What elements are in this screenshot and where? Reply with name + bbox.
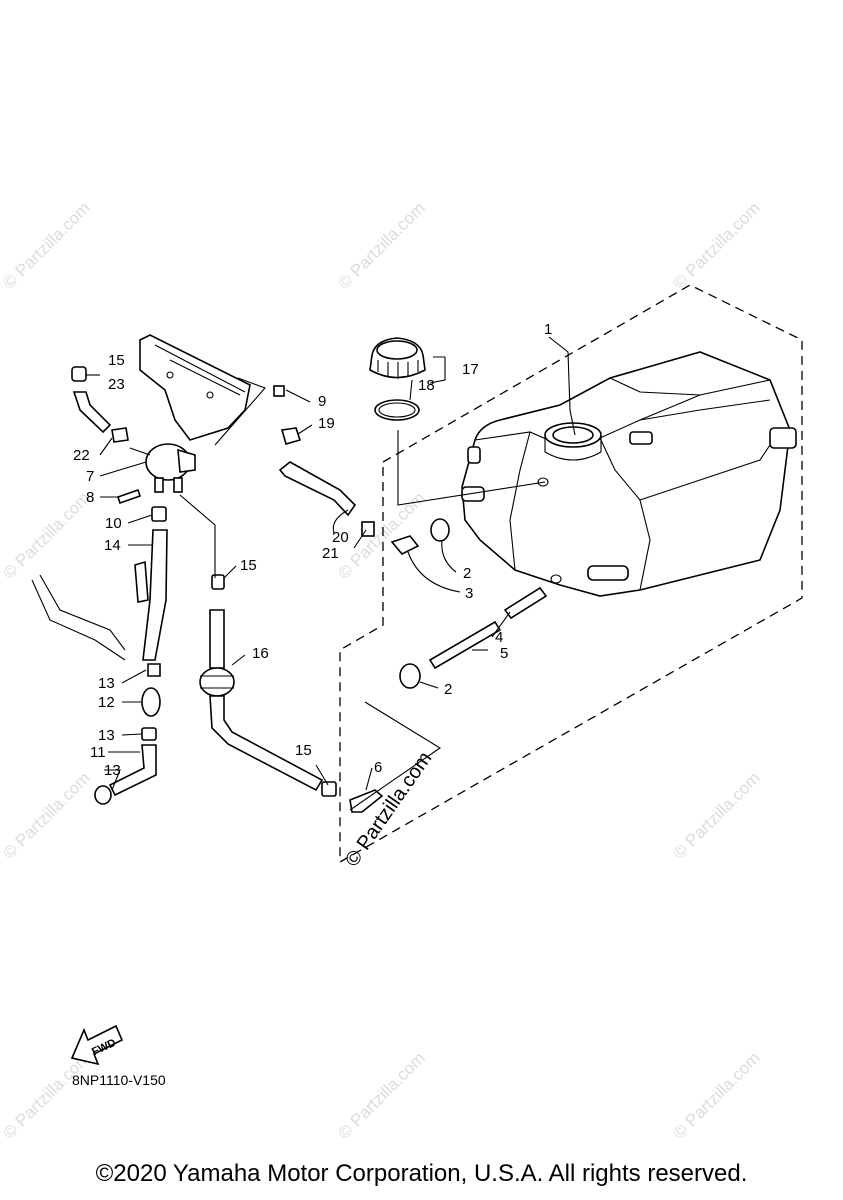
callout-2: 2 xyxy=(444,681,452,698)
callout-4: 4 xyxy=(495,629,503,646)
callout-12: 12 xyxy=(98,694,115,711)
drawing-code: 8NP1110-V150 xyxy=(72,1072,166,1088)
watermark: © Partzilla.com xyxy=(334,198,428,292)
watermark: © Partzilla.com xyxy=(0,1048,94,1142)
callout-8: 8 xyxy=(86,489,94,506)
callout-14: 14 xyxy=(104,537,121,554)
watermark: © Partzilla.com xyxy=(669,1048,763,1142)
watermarks: © Partzilla.com © Partzilla.com © Partzi… xyxy=(0,198,764,1142)
clamp-22 xyxy=(111,427,129,443)
bracket-bolt xyxy=(134,560,149,603)
elbow-fitting xyxy=(349,789,384,813)
assembly-boundary xyxy=(339,284,803,864)
callout-3: 3 xyxy=(465,585,473,602)
callout-13: 13 xyxy=(104,762,121,779)
hose xyxy=(428,620,502,670)
grommet-upper xyxy=(430,518,450,542)
watermark: © Partzilla.com xyxy=(669,198,763,292)
clamp-21 xyxy=(361,521,375,537)
watermark: © Partzilla.com xyxy=(0,768,94,862)
callout-6: 6 xyxy=(374,759,382,776)
screw-8 xyxy=(116,488,142,505)
fitting xyxy=(390,535,420,555)
fuel-tank xyxy=(461,351,797,597)
fuel-cap xyxy=(369,337,426,379)
callout-15: 15 xyxy=(240,557,257,574)
watermark: © Partzilla.com xyxy=(669,768,763,862)
watermark: © Partzilla.com xyxy=(0,488,94,582)
fwd-arrow-icon: FWD xyxy=(70,1024,124,1066)
callout-1: 1 xyxy=(544,321,552,338)
callout-2: 2 xyxy=(463,565,471,582)
callout-5: 5 xyxy=(500,645,508,662)
watermark: © Partzilla.com xyxy=(334,1048,428,1142)
grommet-lower xyxy=(399,663,421,689)
fuel-hose-assembly xyxy=(199,574,337,797)
callout-15: 15 xyxy=(295,742,312,759)
callout-13: 13 xyxy=(98,727,115,744)
callout-7: 7 xyxy=(86,468,94,485)
fuel-cock xyxy=(129,443,196,493)
hose-23 xyxy=(72,391,112,434)
pipe xyxy=(503,586,548,620)
callout-22: 22 xyxy=(73,447,90,464)
callout-19: 19 xyxy=(318,415,335,432)
cap-15-top xyxy=(71,366,87,382)
hose-20 xyxy=(278,461,357,517)
frame-section xyxy=(31,574,126,661)
callout-17: 17 xyxy=(462,361,479,378)
callout-16: 16 xyxy=(252,645,269,662)
frame-bracket xyxy=(139,334,251,441)
callout-23: 23 xyxy=(108,376,125,393)
callout-13: 13 xyxy=(98,675,115,692)
watermark: © Partzilla.com xyxy=(0,198,94,292)
callout-18: 18 xyxy=(418,377,435,394)
callout-11: 11 xyxy=(90,744,106,761)
callout-21: 21 xyxy=(322,545,339,562)
callout-9: 9 xyxy=(318,393,326,410)
clip-19 xyxy=(280,427,302,445)
leader-lines xyxy=(86,336,576,811)
bolt-9 xyxy=(273,385,285,397)
callout-20: 20 xyxy=(332,529,349,546)
callout-10: 10 xyxy=(105,515,122,532)
copyright-notice: ©2020 Yamaha Motor Corporation, U.S.A. A… xyxy=(95,1160,748,1187)
callout-15: 15 xyxy=(108,352,125,369)
callouts: 1 2 2 3 4 5 6 7 8 9 10 11 12 13 13 13 14… xyxy=(73,321,552,779)
